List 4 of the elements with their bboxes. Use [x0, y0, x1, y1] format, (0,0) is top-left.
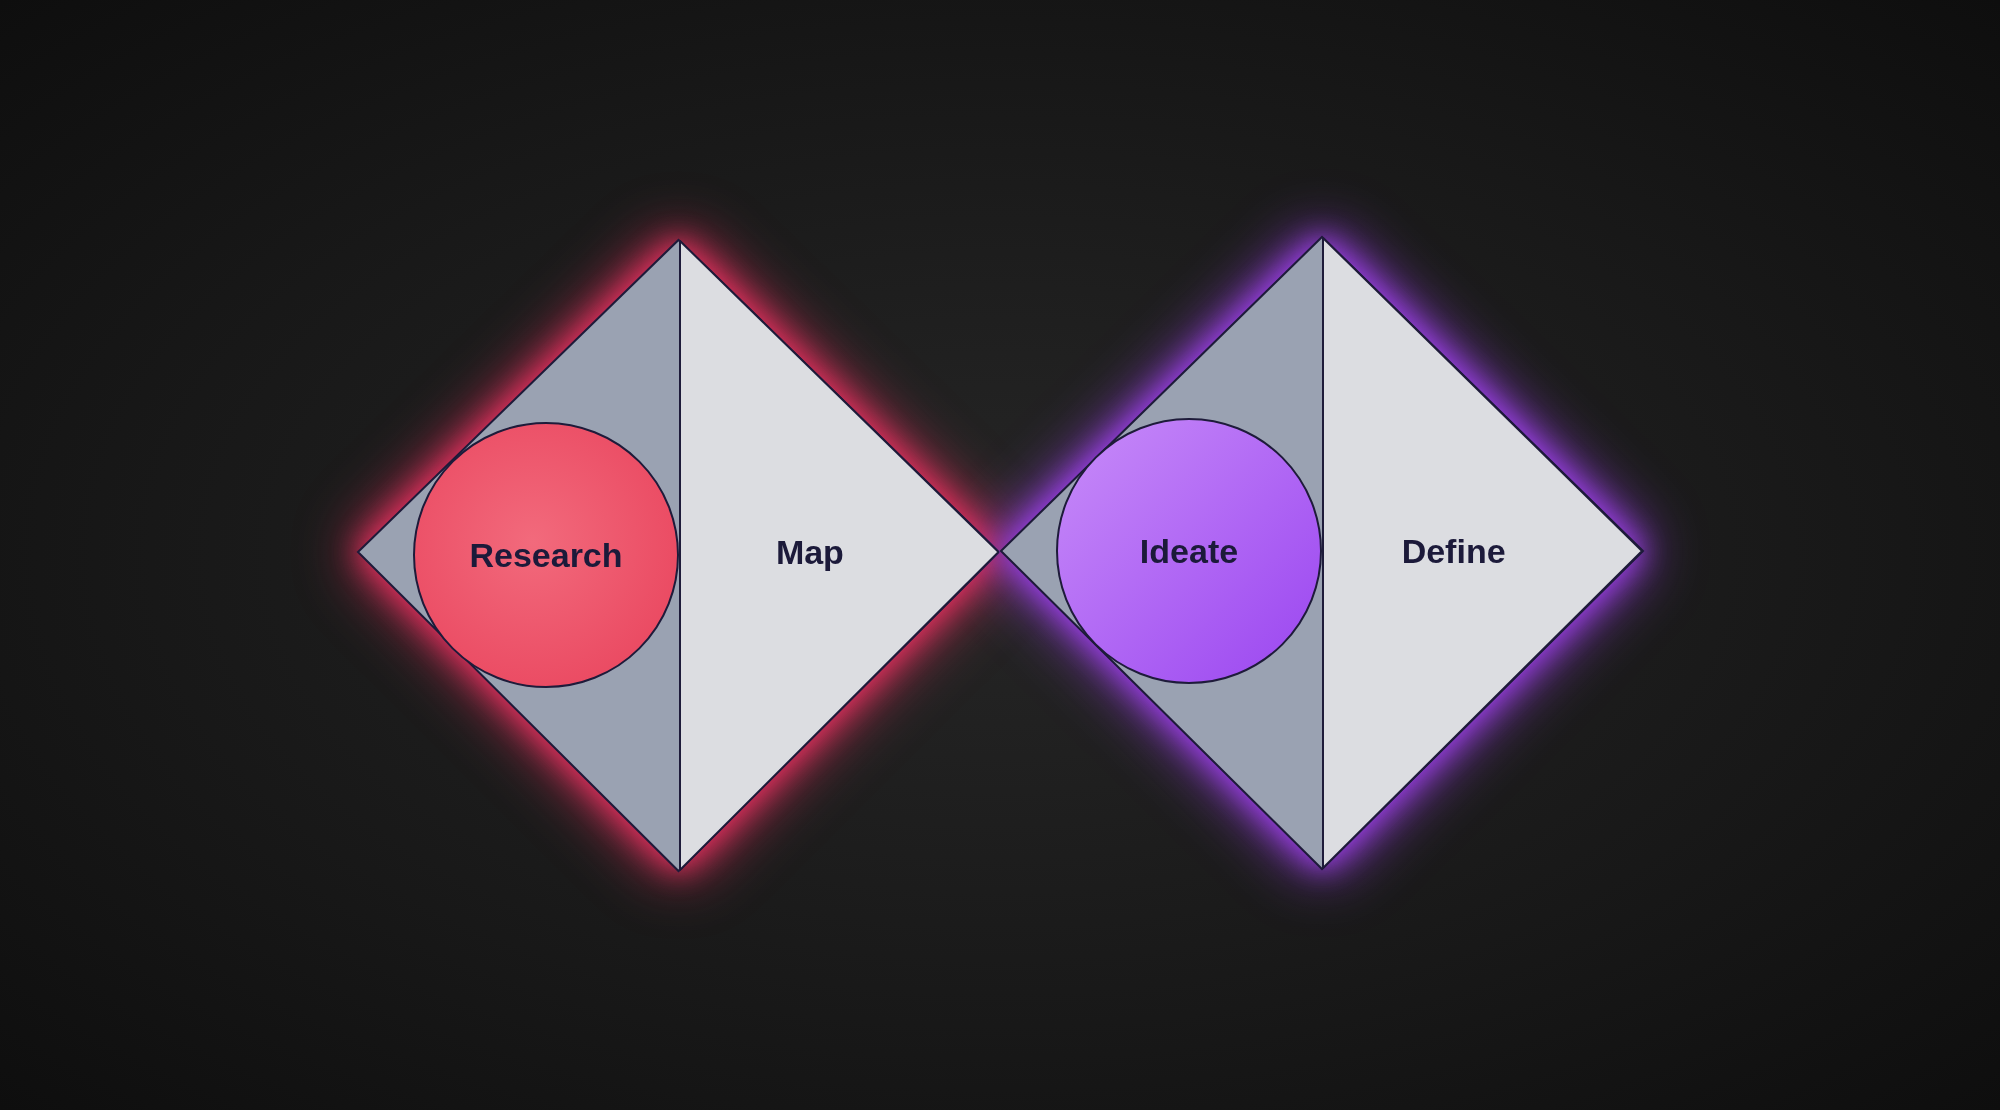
stage-label: Define: [1401, 531, 1506, 571]
stage-triangle: [1322, 237, 1643, 869]
stage-label: Map: [775, 532, 844, 572]
stage-triangle: [678, 240, 999, 871]
